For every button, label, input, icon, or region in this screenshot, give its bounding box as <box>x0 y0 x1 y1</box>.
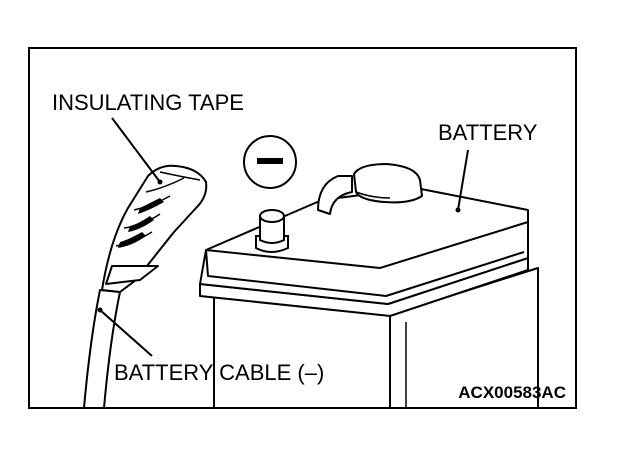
insulating-tape-flap <box>105 265 159 285</box>
leader-insulating-tape <box>111 117 161 183</box>
negative-symbol-icon <box>243 135 297 189</box>
positive-terminal-cable <box>317 163 423 215</box>
positive-terminal-cap <box>353 163 423 204</box>
battery-label: BATTERY <box>438 120 538 145</box>
battery-lid-inner-edge <box>205 249 525 297</box>
insulating-tape-wrap <box>101 164 208 293</box>
insulating-tape-label: INSULATING TAPE <box>52 90 244 115</box>
battery-cable-label: BATTERY CABLE (–) <box>114 360 324 385</box>
leader-lines <box>99 117 469 357</box>
leader-battery <box>457 149 469 211</box>
leader-battery-cable <box>99 309 153 357</box>
battery-lid-ridge <box>205 221 529 269</box>
battery-illustration <box>199 187 539 408</box>
figure-code-label: ACX00583AC <box>458 383 566 402</box>
negative-terminal-post <box>255 209 289 253</box>
